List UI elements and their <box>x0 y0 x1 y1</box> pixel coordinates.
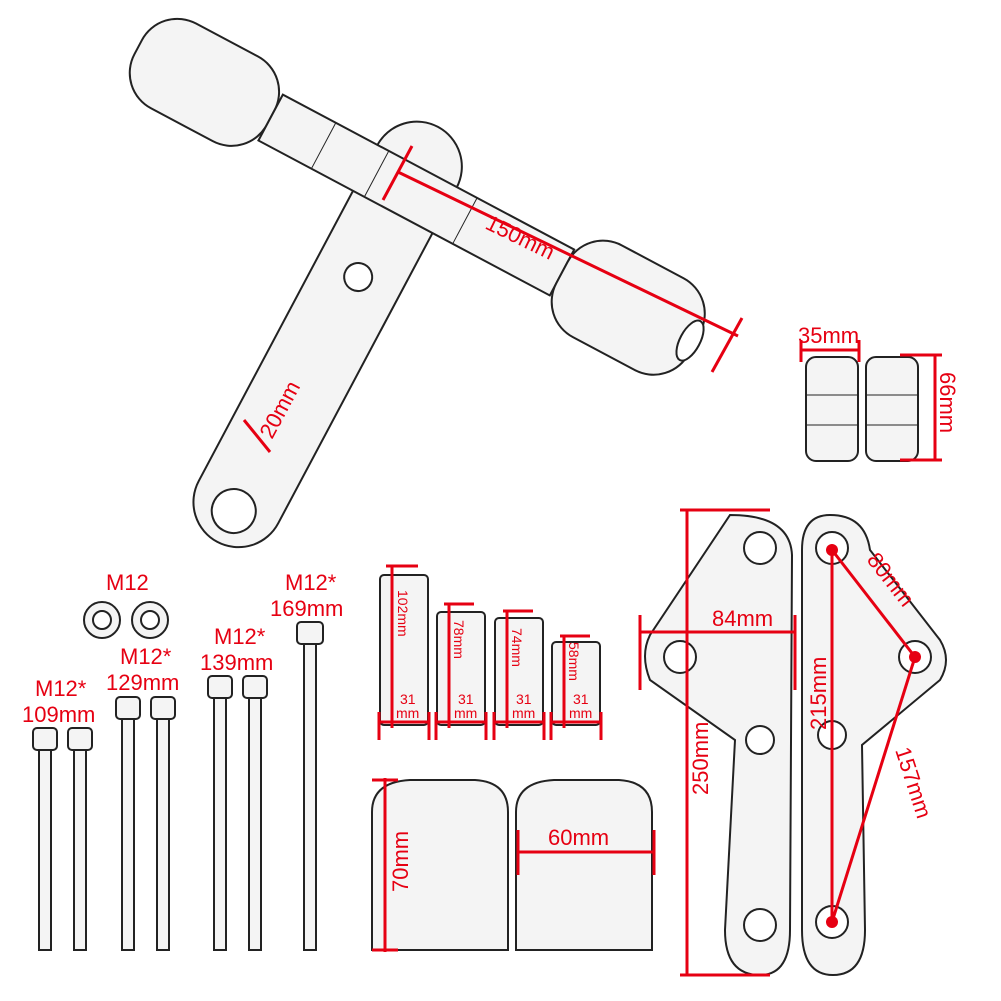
svg-text:M12*: M12* <box>214 624 266 649</box>
svg-text:31: 31 <box>400 691 416 707</box>
dim-label-70mm: 70mm <box>388 831 413 892</box>
svg-text:31: 31 <box>458 691 474 707</box>
slider-bar <box>128 17 706 376</box>
dim-line-150 <box>397 170 739 338</box>
spacer-102: 102mm 31 mm <box>377 564 431 740</box>
dim-line-20 <box>242 419 272 453</box>
end-caps: 35mm 66mm <box>798 323 960 462</box>
mounting-plates: 250mm 84mm 80mm 215mm 157mm <box>638 508 947 977</box>
washers: M12 <box>83 570 169 639</box>
svg-text:M12*: M12* <box>35 676 87 701</box>
main-assembly: 150mm 20mm <box>128 17 744 549</box>
svg-text:109mm: 109mm <box>22 702 95 727</box>
dim-label-60mm: 60mm <box>548 825 609 850</box>
svg-text:mm: mm <box>569 705 592 721</box>
bolt-109: M12* 109mm <box>22 676 95 951</box>
svg-text:31: 31 <box>573 691 589 707</box>
spacer-58: 58mm 31 mm <box>549 634 603 740</box>
dim-label-250mm: 250mm <box>688 722 713 795</box>
svg-text:102mm: 102mm <box>395 590 411 637</box>
spacer-78: 78mm 31 mm <box>434 602 488 740</box>
svg-text:mm: mm <box>512 705 535 721</box>
dim-label-157mm: 157mm <box>890 744 936 821</box>
bolt-139: M12* 139mm <box>200 624 273 951</box>
dim-label-84mm: 84mm <box>712 606 773 631</box>
svg-text:139mm: 139mm <box>200 650 273 675</box>
svg-text:129mm: 129mm <box>106 670 179 695</box>
svg-text:M12*: M12* <box>285 570 337 595</box>
svg-text:78mm: 78mm <box>451 620 467 659</box>
dim-label-66mm: 66mm <box>935 372 960 433</box>
dim-label-215mm: 215mm <box>806 657 831 730</box>
spacer-74: 74mm 31 mm <box>492 609 546 740</box>
bolt-169: M12* 169mm <box>270 570 343 951</box>
svg-text:mm: mm <box>396 705 419 721</box>
bolts: M12* 109mm M12* 129mm M12* 139mm M12* 16… <box>22 570 343 951</box>
svg-text:58mm: 58mm <box>566 642 582 681</box>
slider-pucks: 70mm 60mm <box>371 778 656 952</box>
svg-text:mm: mm <box>454 705 477 721</box>
washer-label: M12 <box>106 570 149 595</box>
bolt-129: M12* 129mm <box>106 644 179 951</box>
svg-text:M12*: M12* <box>120 644 172 669</box>
dim-label-35mm: 35mm <box>798 323 859 348</box>
spacers: 102mm 31 mm 78mm 31 mm 74mm 31 mm 58mm 3… <box>377 564 603 740</box>
svg-text:31: 31 <box>516 691 532 707</box>
svg-text:74mm: 74mm <box>509 628 525 667</box>
svg-text:169mm: 169mm <box>270 596 343 621</box>
